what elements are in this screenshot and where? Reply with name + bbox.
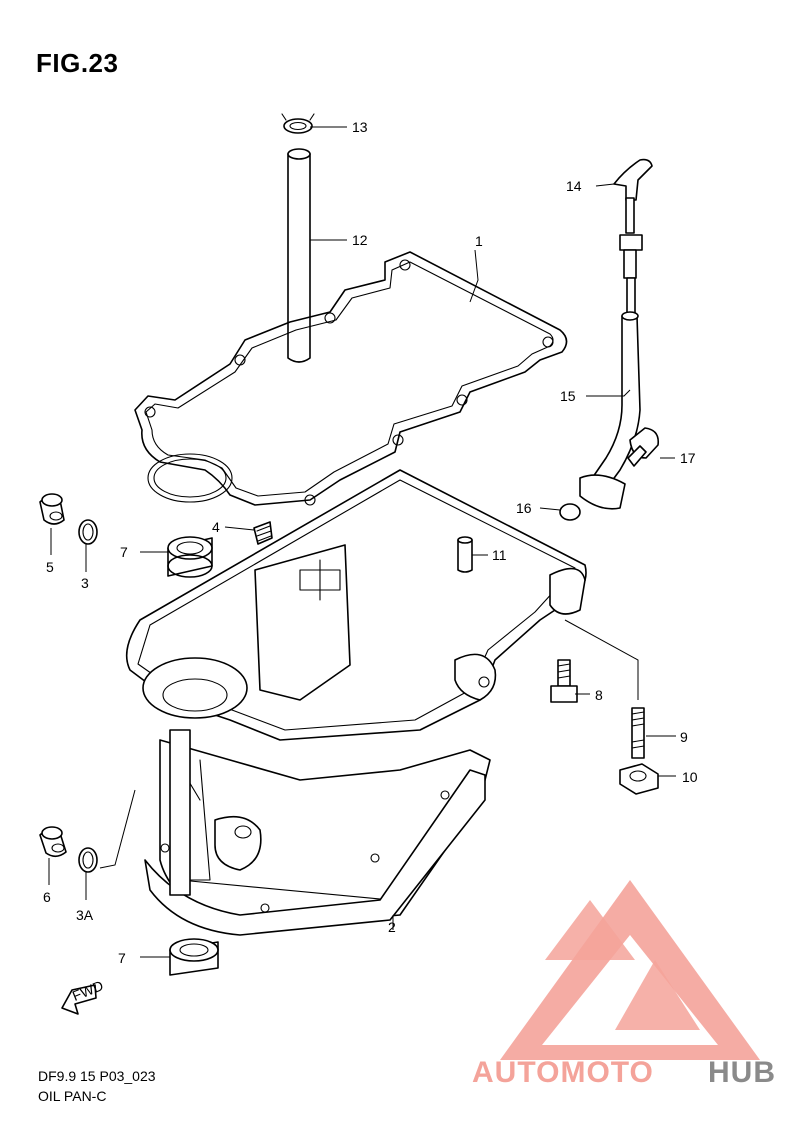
drain-plug-upper-part xyxy=(39,493,65,525)
dipstick-part xyxy=(613,158,653,314)
washer-lower-part xyxy=(78,847,98,873)
oil-pan-part xyxy=(125,469,587,936)
drawing-code: DF9.9 15 P03_023 xyxy=(38,1068,156,1084)
callout-10: 10 xyxy=(682,769,698,785)
oil-seal-lower-part xyxy=(169,938,219,976)
oil-seal-upper-part xyxy=(167,536,213,578)
callout-5: 5 xyxy=(46,559,54,575)
stud-part xyxy=(631,707,645,759)
callout-3a: 3A xyxy=(76,907,94,923)
washer-upper-part xyxy=(78,519,98,545)
guide-bolt-part xyxy=(627,427,660,467)
drain-plug-lower-part xyxy=(39,826,67,858)
o-ring-part xyxy=(559,503,581,521)
callout-7-lower: 7 xyxy=(118,950,126,966)
watermark-logo xyxy=(500,880,760,1060)
callout-4: 4 xyxy=(212,519,220,535)
watermark-part2: HUB xyxy=(708,1056,776,1089)
drawing-name: OIL PAN-C xyxy=(38,1088,107,1104)
nut-part xyxy=(619,763,659,795)
callout-16: 16 xyxy=(516,500,532,516)
callout-14: 14 xyxy=(566,178,582,194)
callout-3: 3 xyxy=(81,575,89,591)
callout-13: 13 xyxy=(352,119,368,135)
watermark-text: AUTOMOTO HUB xyxy=(472,1056,776,1089)
leader-lines xyxy=(48,126,676,958)
callout-11: 11 xyxy=(492,547,507,563)
watermark-part1: AUTOMOTO xyxy=(472,1056,654,1089)
plug-part xyxy=(253,521,273,545)
callout-8: 8 xyxy=(595,687,603,703)
callout-1: 1 xyxy=(475,233,483,249)
callout-7-upper: 7 xyxy=(120,544,128,560)
callout-labels: 13 12 1 14 15 16 17 4 11 7 7 5 3 6 3A 8 … xyxy=(43,119,698,966)
dowel-pin-part xyxy=(457,536,473,573)
breather-tube-part xyxy=(287,148,311,363)
callout-9: 9 xyxy=(680,729,688,745)
fwd-arrow-icon: FWD xyxy=(61,977,106,1015)
bolt-part xyxy=(550,659,578,703)
callout-6: 6 xyxy=(43,889,51,905)
callout-15: 15 xyxy=(560,388,576,404)
callout-17: 17 xyxy=(680,450,696,466)
callout-12: 12 xyxy=(352,232,368,248)
dipstick-guide-part xyxy=(579,311,641,510)
callout-2: 2 xyxy=(388,919,396,935)
hose-clamp-part xyxy=(281,113,315,134)
oil-pan-gasket-part xyxy=(134,251,568,506)
figure-title: FIG.23 xyxy=(36,48,119,78)
